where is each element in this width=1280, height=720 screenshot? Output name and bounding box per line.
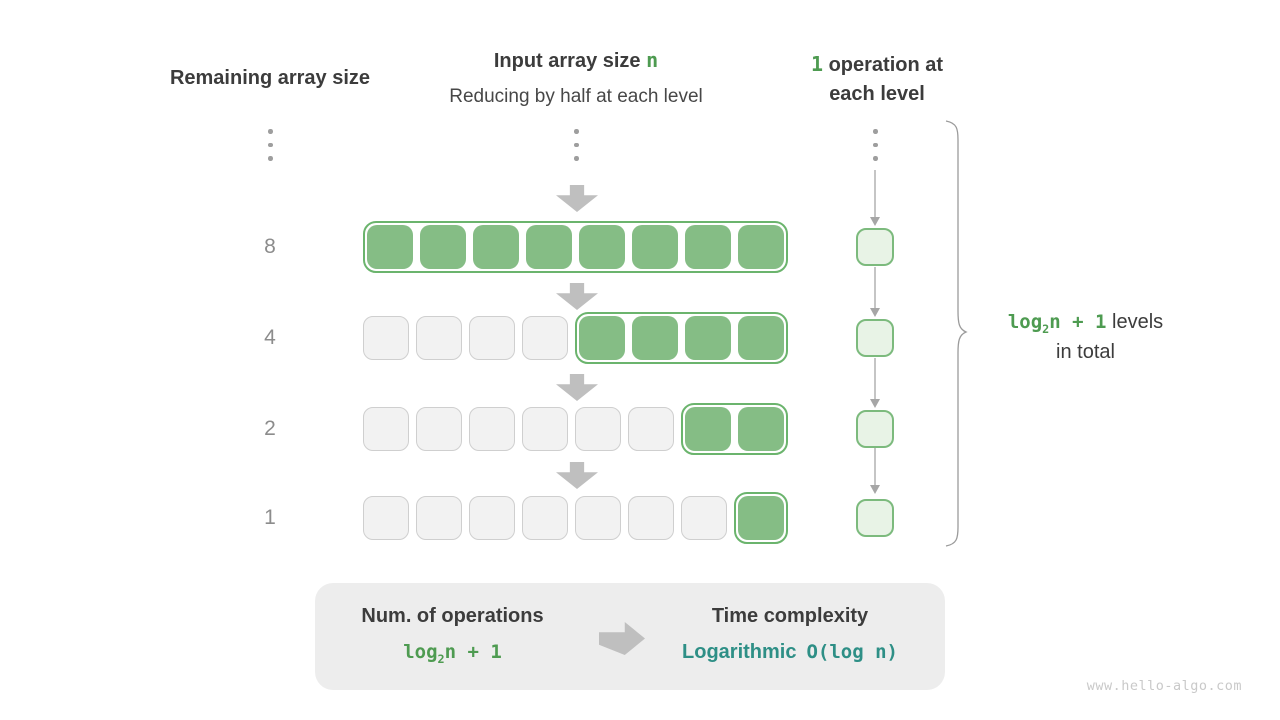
- arrowhead-icon: [870, 485, 880, 494]
- arrowhead-icon: [870, 308, 880, 317]
- array-cell-active: [685, 316, 731, 360]
- array-cell-active: [579, 225, 625, 269]
- big-o-notation: O(log n): [806, 641, 898, 663]
- right-arrow-icon: [599, 622, 645, 655]
- levels-word: levels: [1112, 311, 1164, 333]
- array-row: [363, 312, 788, 364]
- array-cell-inactive: [681, 496, 727, 540]
- time-complexity-title: Time complexity: [711, 605, 869, 627]
- operation-box: [856, 410, 894, 448]
- summary-box: Num. of operations log2n + 1 Time comple…: [315, 583, 945, 690]
- ellipsis-left: [268, 129, 273, 161]
- active-subarray: [363, 221, 788, 273]
- array-cell-active: [420, 225, 466, 269]
- one-symbol: 1: [810, 52, 824, 76]
- header-operations-per-level: 1 operation at each level: [810, 52, 944, 105]
- row-label: 2: [264, 417, 276, 440]
- array-cell-active: [685, 225, 731, 269]
- active-subarray: [575, 312, 788, 364]
- array-cell-inactive: [628, 407, 674, 451]
- complexity-name: Logarithmic: [682, 641, 797, 663]
- row-label: 8: [264, 235, 276, 258]
- operation-box: [856, 499, 894, 537]
- array-cell-active: [738, 316, 784, 360]
- array-row: [363, 403, 788, 455]
- array-row: [363, 492, 788, 544]
- watermark: www.hello-algo.com: [1086, 678, 1242, 694]
- array-cell-inactive: [363, 316, 409, 360]
- header-input-title: Input array size n: [493, 48, 659, 72]
- array-cell-inactive: [363, 407, 409, 451]
- log-formula: log2n + 1: [403, 641, 502, 666]
- levels-brace: [945, 120, 968, 547]
- header-remaining-label: Remaining array size: [169, 67, 371, 89]
- array-cell-inactive: [363, 496, 409, 540]
- arrowhead-icon: [870, 399, 880, 408]
- n-symbol: n: [646, 48, 659, 72]
- array-cell-active: [473, 225, 519, 269]
- array-cell-active: [738, 225, 784, 269]
- array-cell-active: [579, 316, 625, 360]
- arrowhead-icon: [870, 217, 880, 226]
- array-cell-inactive: [416, 496, 462, 540]
- log-formula: log2n + 1: [1007, 311, 1107, 336]
- down-arrow-icon: [556, 374, 598, 401]
- down-arrow-icon: [556, 185, 598, 212]
- levels-annotation: log2n + 1 levels in total: [983, 308, 1188, 367]
- array-cell-inactive: [469, 496, 515, 540]
- array-cell-inactive: [469, 316, 515, 360]
- down-arrow-icon: [556, 283, 598, 310]
- array-cell-inactive: [575, 496, 621, 540]
- header-input-array-size: Input array size n Reducing by half at e…: [406, 46, 746, 111]
- operation-box: [856, 319, 894, 357]
- summary-operations: Num. of operations log2n + 1: [315, 605, 590, 666]
- array-cell-active: [738, 407, 784, 451]
- row-label: 1: [264, 506, 276, 529]
- array-cell-inactive: [522, 316, 568, 360]
- row-label: 4: [264, 326, 276, 349]
- array-cell-active: [632, 316, 678, 360]
- array-cell-active: [738, 496, 784, 540]
- array-cell-inactive: [522, 496, 568, 540]
- operation-box: [856, 228, 894, 266]
- array-cell-active: [685, 407, 731, 451]
- array-cell-active: [632, 225, 678, 269]
- array-cell-inactive: [469, 407, 515, 451]
- array-cell-inactive: [416, 407, 462, 451]
- array-row: [363, 221, 788, 273]
- in-total-word: in total: [1056, 340, 1115, 363]
- array-cell-inactive: [416, 316, 462, 360]
- active-subarray: [681, 403, 788, 455]
- ellipsis-middle: [574, 129, 579, 161]
- operations-title: Num. of operations: [361, 605, 544, 627]
- array-cell-inactive: [628, 496, 674, 540]
- summary-time-complexity: Time complexity Logarithmic O(log n): [650, 605, 930, 664]
- array-cell-inactive: [575, 407, 621, 451]
- array-cell-active: [367, 225, 413, 269]
- array-cell-active: [526, 225, 572, 269]
- array-cell-inactive: [522, 407, 568, 451]
- active-subarray: [734, 492, 788, 544]
- down-arrow-icon: [556, 462, 598, 489]
- ellipsis-right: [873, 129, 878, 161]
- header-remaining-array-size: Remaining array size: [140, 64, 400, 93]
- header-input-subtitle: Reducing by half at each level: [449, 86, 703, 107]
